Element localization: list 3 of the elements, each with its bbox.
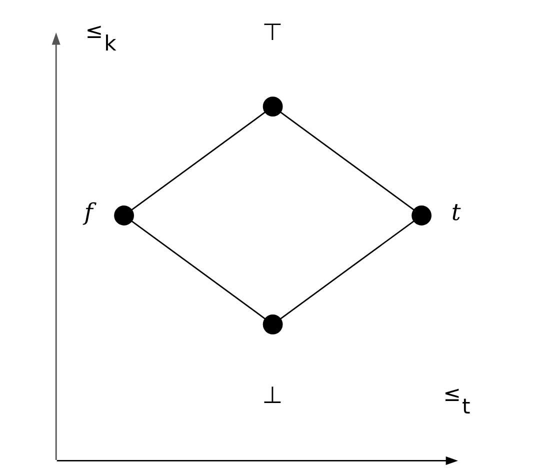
node-label: ⊥ (262, 380, 283, 409)
node-label: ⊤ (262, 18, 283, 46)
node-label: t (451, 198, 461, 226)
